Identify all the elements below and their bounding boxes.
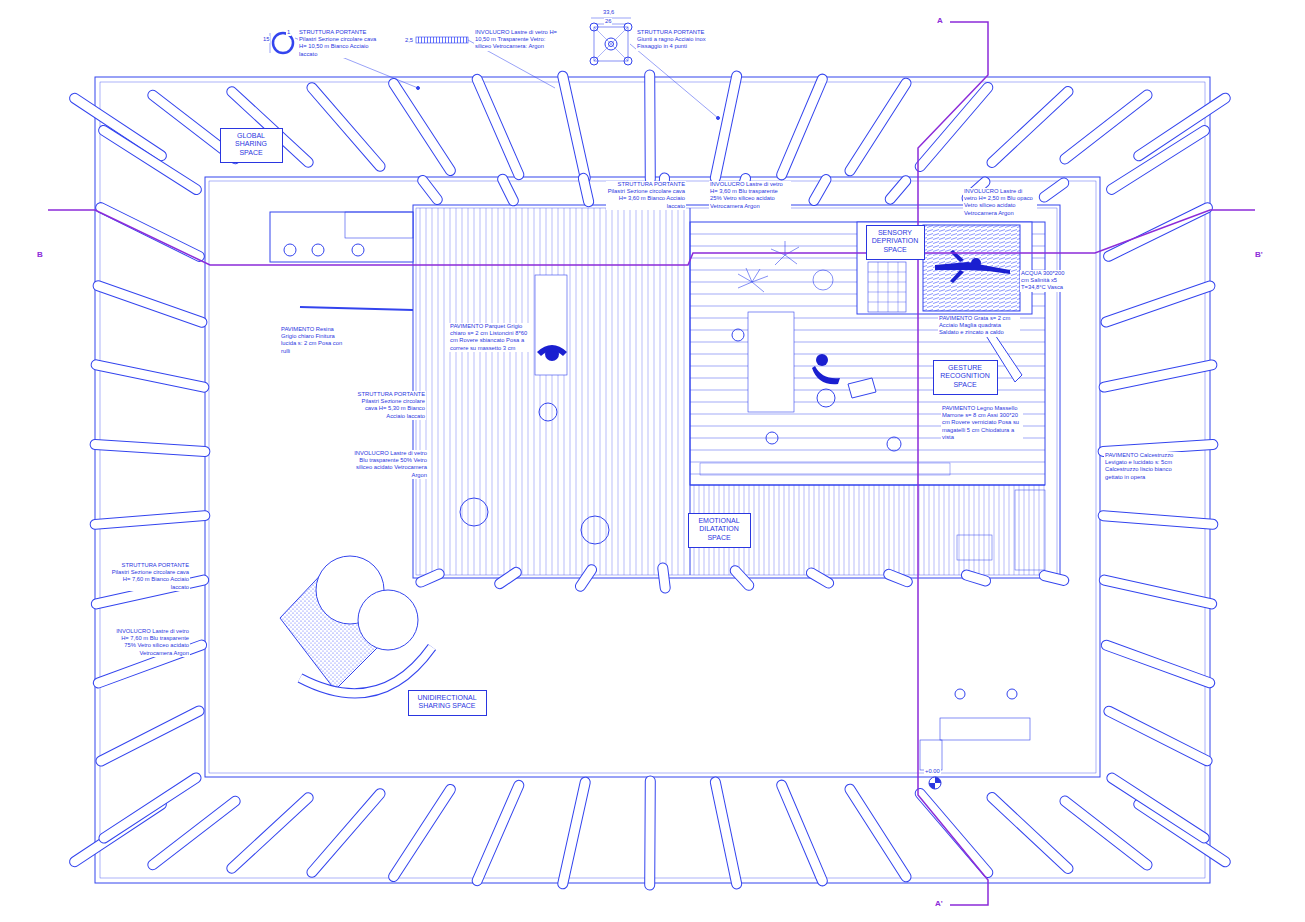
annotation: INVOLUCRO Lastre di vetro H= 7,60 m Blu …	[110, 628, 190, 657]
annotation: +0.00	[924, 768, 941, 775]
annotation: STRUTTURA PORTANTE Pilastri Sezione circ…	[348, 391, 426, 420]
annotation: STRUTTURA PORTANTE Pilastri Sezione circ…	[110, 562, 190, 591]
annotation: INVOLUCRO Lastre di vetro Blu trasparent…	[352, 450, 428, 479]
annotation: 1	[286, 29, 291, 36]
space-name: UNIDIRECTIONAL SHARING SPACE	[413, 694, 481, 711]
annotation: PAVIMENTO Parquet Grigio chiaro s= 2 cm …	[449, 323, 529, 352]
annotation: PAVIMENTO Calcestruzzo Levigato e lucida…	[1104, 452, 1186, 481]
space-label-box: EMOTIONAL DILATATION SPACE	[688, 513, 751, 548]
space-label-box: UNIDIRECTIONAL SHARING SPACE	[408, 690, 487, 716]
annotation: INVOLUCRO Lastre di vetro H= 2,50 m Blu …	[963, 188, 1037, 217]
annotation: PAVIMENTO Resina Grigio chiaro Finitura …	[280, 326, 344, 355]
columns	[75, 75, 1226, 885]
space-name: GLOBAL SHARING SPACE	[225, 132, 277, 157]
plants	[738, 241, 833, 292]
level-mark	[929, 777, 941, 789]
annotation: PAVIMENTO Legno Massello Marrone s= 8 cm…	[941, 405, 1023, 441]
annotation: ACQUA 300*200 cm Salinità x5 T=34,8°C Va…	[1020, 270, 1066, 292]
space-label-box: GLOBAL SHARING SPACE	[220, 128, 283, 163]
annotation: STRUTTURA PORTANTE Giunti a ragno Acciai…	[636, 29, 720, 51]
annotation: STRUTTURA PORTANTE Pilastri Sezione circ…	[298, 29, 378, 58]
annotation: 26	[604, 18, 612, 25]
annotation: INVOLUCRO Lastre di vetro H= 10,50 m Tra…	[474, 29, 558, 51]
annotation: 15	[262, 36, 270, 43]
space-label-box: SENSORY DEPRIVATION SPACE	[866, 225, 925, 260]
space-name: SENSORY DEPRIVATION SPACE	[871, 229, 919, 254]
section-marker: B'	[1254, 250, 1264, 259]
annotation: STRUTTURA PORTANTE Pilastri Sezione circ…	[606, 181, 686, 210]
legend-symbols	[270, 18, 720, 120]
section-marker: A	[936, 16, 944, 25]
space-label-box: GESTURE RECOGNITION SPACE	[933, 360, 998, 395]
annotation: 2,5	[404, 37, 414, 44]
section-marker: B	[36, 250, 44, 259]
section-marker: A'	[934, 899, 944, 908]
annotation: 33,6	[602, 9, 615, 16]
space-name: GESTURE RECOGNITION SPACE	[938, 364, 992, 389]
section-lines	[48, 22, 1255, 905]
space-name: EMOTIONAL DILATATION SPACE	[693, 517, 745, 542]
annotation: PAVIMENTO Grata s= 2 cm Acciaio Maglia q…	[938, 315, 1020, 337]
annotation: INVOLUCRO Lastre di vetro H= 3,60 m Blu …	[709, 181, 791, 210]
plan-linework	[95, 77, 1210, 883]
